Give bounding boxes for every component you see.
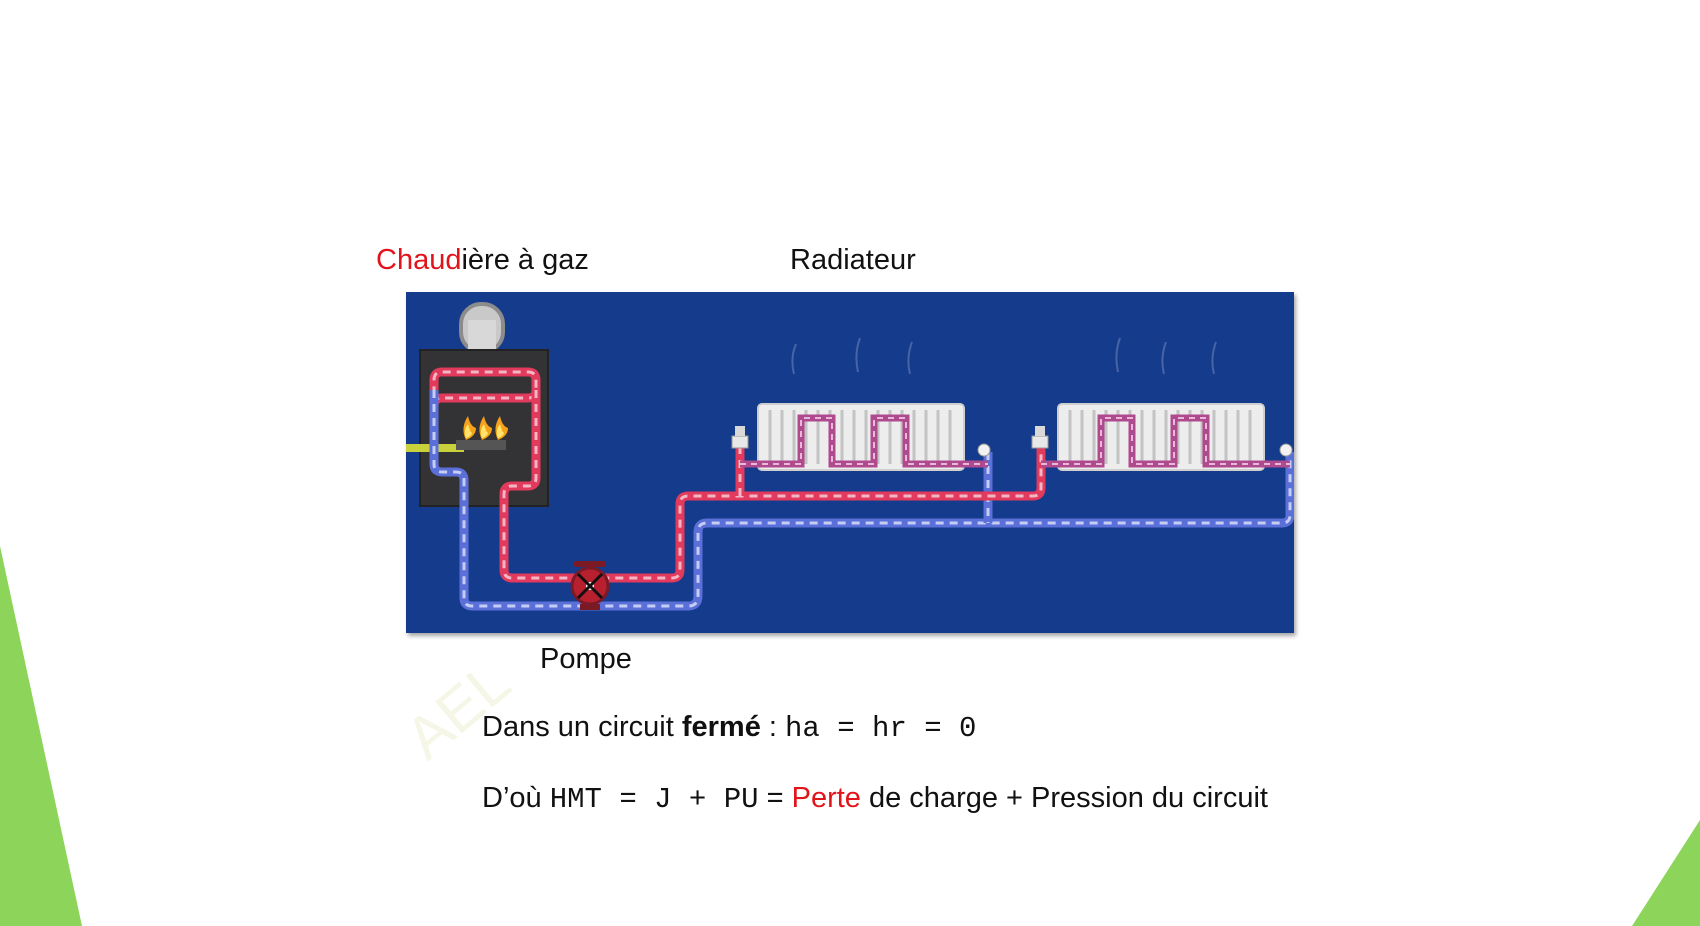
line1-bold: fermé (681, 711, 761, 743)
radiator-2 (1041, 337, 1290, 471)
line2-eq: = (758, 782, 792, 814)
boiler-label: Chaudière à gaz (376, 244, 589, 277)
circuit-svg (406, 302, 1294, 611)
heating-circuit-diagram (406, 292, 1294, 633)
radiator-label: Radiateur (790, 244, 916, 276)
watermark: AEL (392, 647, 523, 773)
valve-icon (731, 426, 991, 457)
right-green-decoration (1632, 820, 1700, 926)
line2-formula: HMT = J + PU (549, 783, 759, 816)
line2-prefix: D’où (482, 782, 550, 814)
burner (456, 440, 506, 450)
pump-label: Pompe (540, 643, 632, 675)
hmt-line: D’où HMT = J + PU = Perte de charge + Pr… (482, 782, 1268, 816)
line1-prefix: Dans un circuit (482, 711, 682, 743)
line2-rest: de charge + Pression du circuit (860, 782, 1268, 814)
left-green-decoration (0, 546, 82, 926)
radiator-1 (740, 337, 988, 471)
valve-icon (1031, 426, 1293, 457)
closed-circuit-line: Dans un circuit fermé : ha = hr = 0 (482, 711, 976, 745)
line1-colon: : (760, 711, 786, 743)
boiler-label-rest: ière à gaz (461, 244, 589, 276)
boiler-label-red: Chaud (376, 244, 462, 276)
line1-formula: ha = hr = 0 (785, 712, 977, 745)
flame-icon (463, 416, 508, 440)
line2-red: Perte (791, 782, 861, 814)
pump-icon (570, 561, 610, 610)
